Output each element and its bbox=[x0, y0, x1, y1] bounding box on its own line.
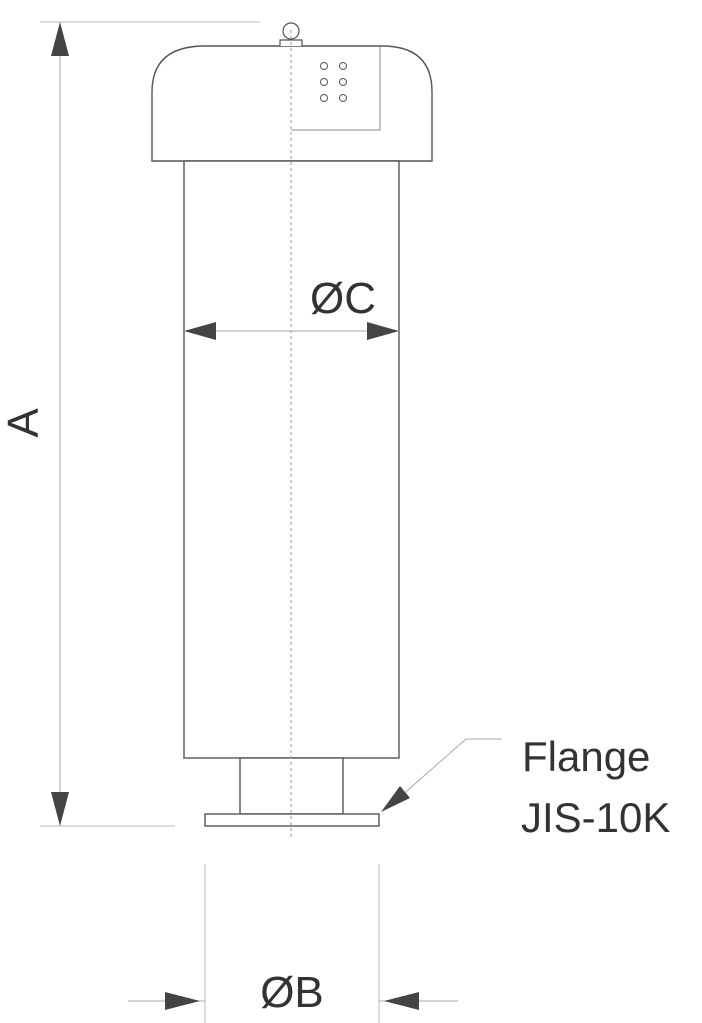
dim-c-label: ØC bbox=[310, 274, 376, 323]
vent-holes bbox=[320, 62, 347, 102]
vent-panel bbox=[291, 46, 381, 131]
dim-b-arrow-left bbox=[165, 992, 200, 1010]
flange-callout-line2: JIS-10K bbox=[521, 794, 670, 841]
cap-outline bbox=[151, 45, 433, 162]
dim-c-arrow-right bbox=[367, 322, 399, 340]
flange-plate bbox=[204, 813, 380, 827]
flange-leader-arrow bbox=[381, 786, 410, 812]
flange-leader-line bbox=[391, 738, 502, 805]
dim-a-arrow-top bbox=[51, 22, 69, 56]
dim-b-arrow-right bbox=[384, 992, 419, 1010]
dim-a-arrow-bottom bbox=[51, 792, 69, 826]
dim-c-arrow-left bbox=[184, 322, 216, 340]
flange-callout-line1: Flange bbox=[522, 733, 650, 780]
dim-b-label: ØB bbox=[260, 968, 324, 1017]
dim-a-label: A bbox=[0, 408, 48, 438]
